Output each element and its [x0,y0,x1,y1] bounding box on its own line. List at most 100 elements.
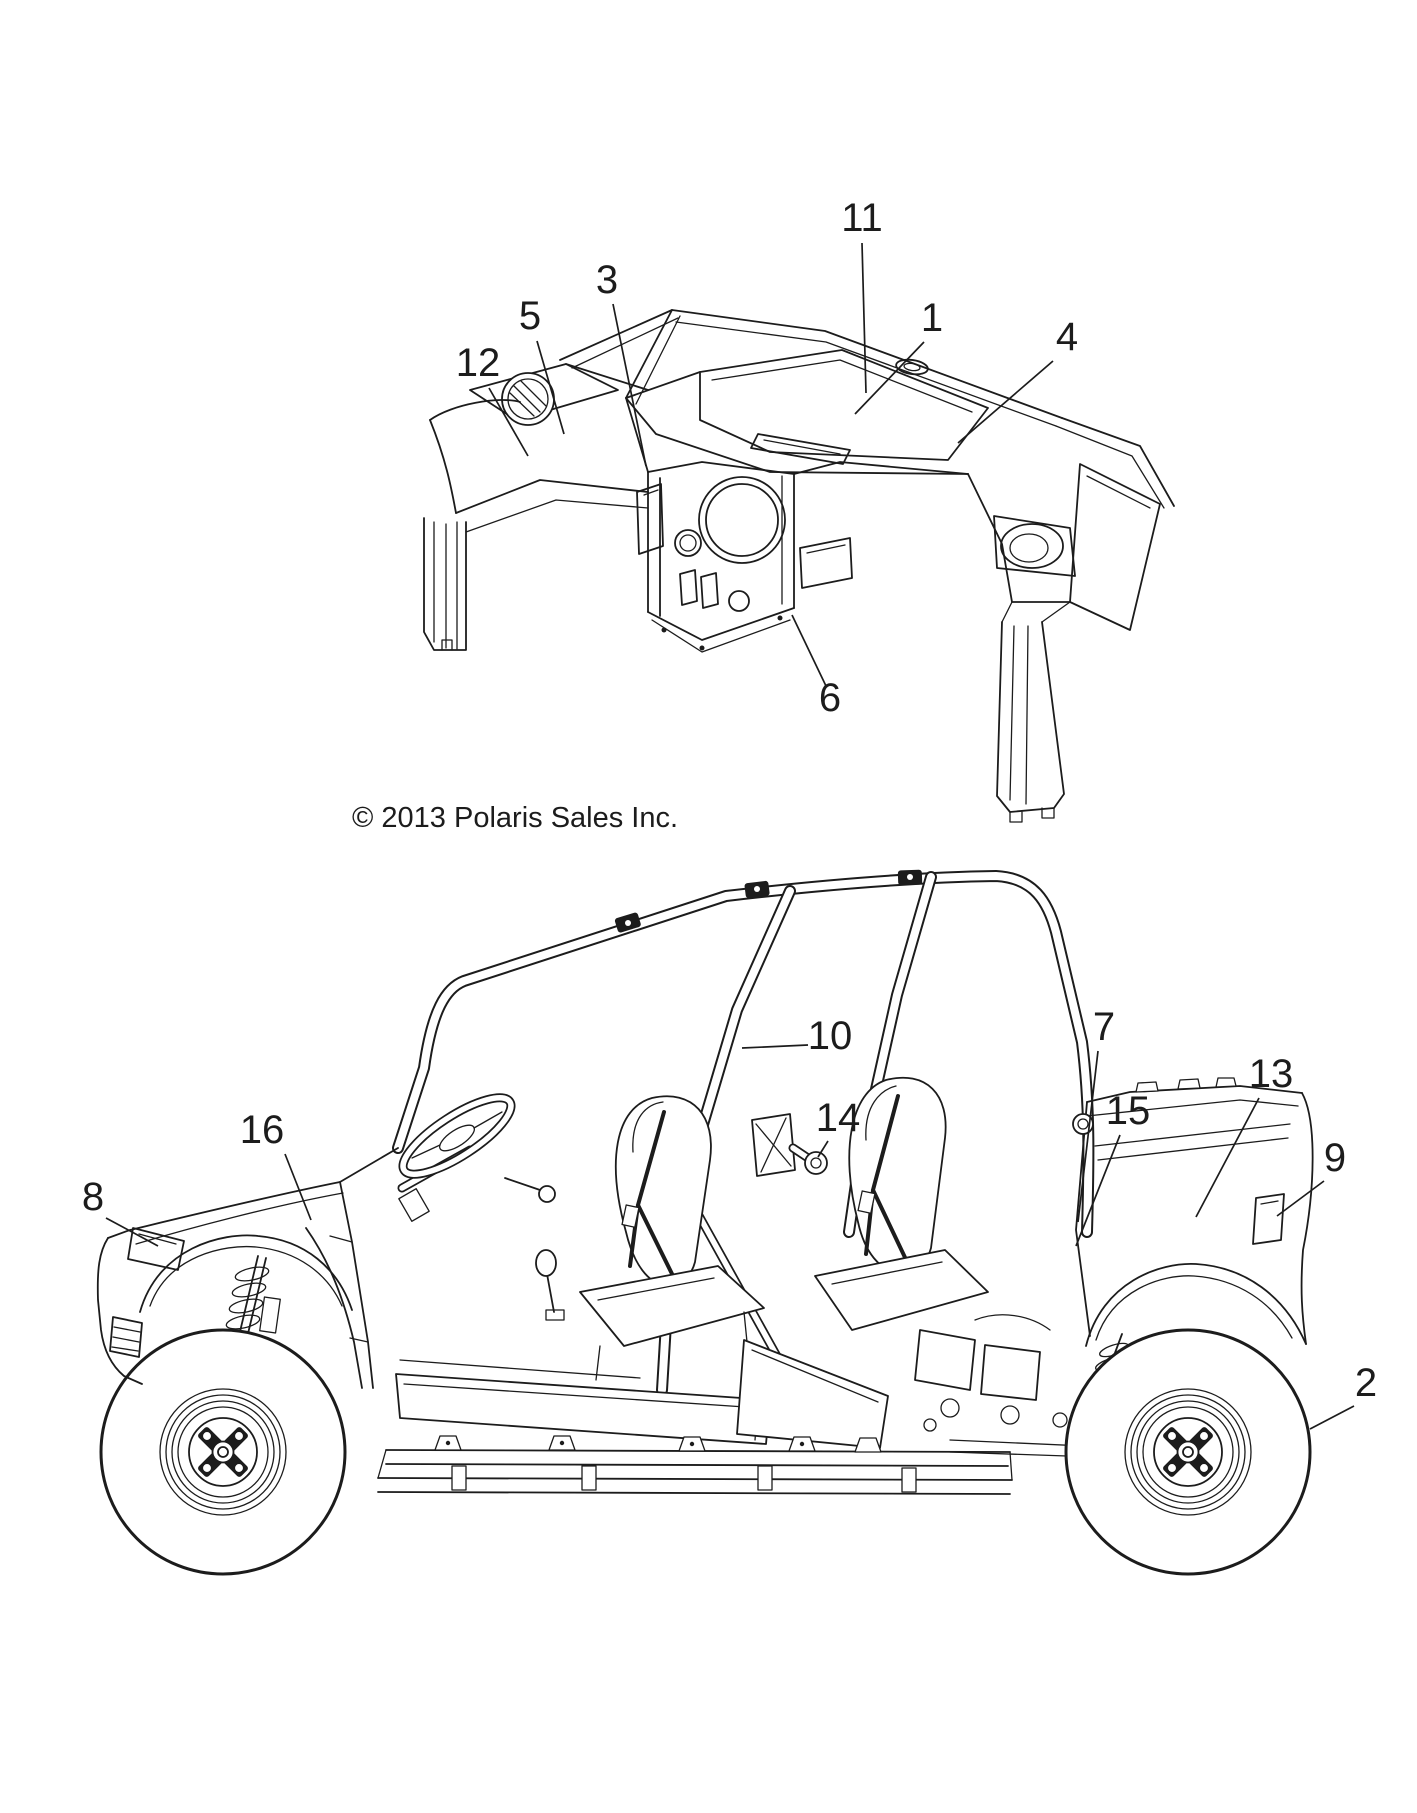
right-pod-ring [1000,523,1064,569]
line-art [974,1314,1051,1331]
line-art [864,1094,912,1270]
callout-8-label: 8 [82,1175,104,1219]
callout-13-leader [1195,1097,1260,1218]
callout-4-leader [957,360,1054,444]
callout-1-leader [854,341,925,415]
line-art [806,544,846,554]
frame-rails [377,1435,1013,1495]
callout-11-label: 11 [841,196,883,240]
line-art [228,1298,264,1314]
line-art [234,1266,270,1282]
shift-lever [535,1249,565,1321]
front-seat [579,1095,765,1381]
line-art [451,1465,467,1491]
line-art [339,1181,374,1389]
line-art [1215,1077,1237,1088]
callout-2-label: 2 [1355,1361,1377,1405]
line-art [901,1467,917,1493]
line-art [231,1282,267,1298]
line-art [923,1418,937,1432]
callout-4-label: 4 [1056,315,1078,359]
callout-8-leader [105,1217,159,1247]
line-art [535,1249,557,1277]
grab-handle [751,1113,828,1177]
line-art [810,1157,822,1169]
line-art [339,1147,399,1183]
line-art [109,1316,143,1358]
line-art [777,615,783,621]
line-art [507,378,549,420]
line-art [632,1101,664,1153]
line-art [1055,425,1165,509]
line-art [395,1373,771,1445]
callout-16-leader [284,1153,312,1221]
grab-handle-end [804,1151,828,1175]
line-art [429,419,457,514]
line-art [647,607,795,641]
front-clip-diagram [423,309,1175,823]
front-wheel [99,1328,347,1576]
callout-14-leader [817,1140,829,1158]
control-knob [538,1185,556,1203]
line-art [625,309,673,399]
hood-latch [895,358,929,376]
line-art [755,1117,792,1173]
line-art [643,489,659,496]
line-art [581,1465,597,1491]
line-art [1009,807,1055,823]
callout-3-label: 3 [596,258,618,302]
line-art [259,1296,281,1334]
line-art [1009,533,1049,563]
callout-12-label: 12 [456,341,501,385]
line-art [305,1227,363,1389]
line-art [465,499,649,533]
line-art [504,1177,541,1191]
line-art [993,515,1076,577]
line-art [509,380,547,417]
line-art [790,1145,811,1161]
line-art [711,359,973,413]
rear-fender-flare [1085,1263,1307,1347]
callout-15-leader [1075,1134,1121,1247]
front-body [96,1147,641,1389]
callout-2-leader [1309,1405,1355,1430]
line-art [1260,1200,1279,1205]
rear-seat [814,1076,989,1331]
line-art [661,627,667,633]
callout-7-leader [1077,1050,1099,1223]
callout-3-leader [612,303,647,467]
line-art [565,363,649,391]
line-art [597,1277,715,1301]
line-art [1086,475,1151,509]
fuel-cap [1072,1113,1094,1135]
callout-10-leader [741,1044,809,1049]
line-art [763,439,841,455]
callout-5-leader [536,340,565,435]
line-art [907,874,913,880]
callout-6-label: 6 [819,676,841,720]
line-art [700,572,719,609]
line-art [754,886,760,892]
line-art [757,1465,773,1491]
line-art [625,371,701,399]
callout-16-label: 16 [240,1108,285,1152]
callout-12-leader [488,387,529,457]
line-art [628,1110,678,1284]
line-art [377,1449,1013,1481]
callout-11-leader [861,242,867,394]
line-art [980,1344,1041,1401]
line-art [814,1249,989,1331]
line-art [399,1359,641,1379]
line-art [455,479,649,514]
line-art [135,1192,344,1245]
line-art [799,1441,805,1447]
line-art [865,1085,897,1141]
line-art [675,321,1057,427]
taillight-panel [1252,1193,1285,1245]
line-art [377,1449,1013,1495]
line-art [1001,601,1071,623]
dash-switch-hole [728,590,750,612]
left-dash-vent [636,483,664,555]
